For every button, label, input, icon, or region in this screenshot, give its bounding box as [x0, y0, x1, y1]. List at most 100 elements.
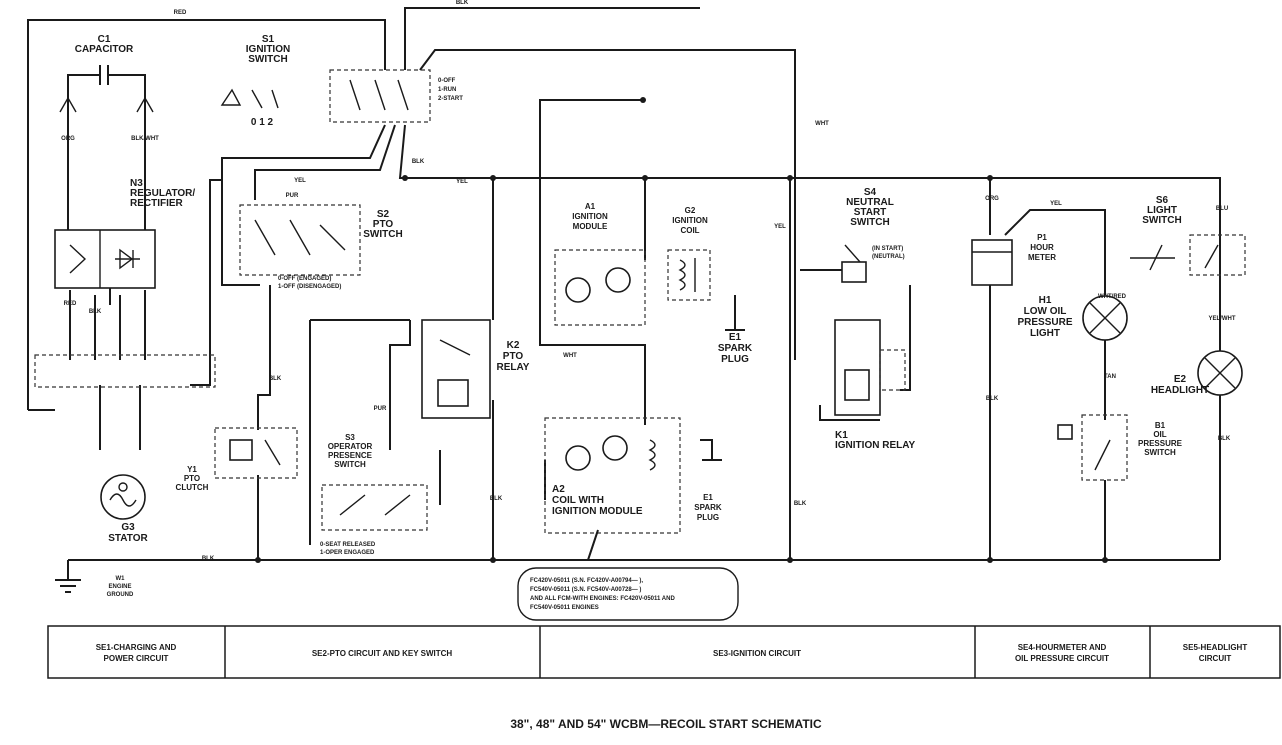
section-label-se1: POWER CIRCUIT — [104, 654, 169, 663]
s1-positions-label-line: 0 1 2 — [251, 117, 274, 128]
e1-top-label-line: SPARK — [718, 343, 753, 354]
n3-label-line: REGULATOR/ — [130, 188, 195, 199]
e2-label-line: HEADLIGHT — [1151, 385, 1209, 396]
w1-label-line: W1 — [116, 576, 126, 582]
e1-bot-label-line: E1 — [703, 493, 713, 502]
k1-label-line: IGNITION RELAY — [835, 440, 916, 451]
section-label-se5: CIRCUIT — [1199, 654, 1232, 663]
s6-label-line: SWITCH — [1142, 215, 1181, 226]
s4-label-line: NEUTRAL — [846, 197, 894, 208]
wire-color-label: BLK — [1218, 436, 1231, 442]
g2-label-line: IGNITION — [672, 216, 708, 225]
wire-color-label: BLK — [202, 556, 215, 562]
p1-label-line: HOUR — [1030, 243, 1054, 252]
hour-meter-p1 — [971, 239, 1013, 286]
g3-label-line: G3 — [121, 522, 135, 533]
k2-label-line: RELAY — [497, 362, 530, 373]
light-switch-s6 — [1130, 234, 1246, 276]
note-label-line: FC540V-05011 ENGINES — [530, 605, 599, 611]
c1-label-line: CAPACITOR — [75, 44, 134, 55]
a1-label-line: IGNITION — [572, 212, 608, 221]
s4-label-line: START — [854, 207, 887, 218]
wire-color-label: BLK — [794, 501, 807, 507]
wire-color-label: PUR — [374, 406, 387, 412]
s3-label-line: S3 — [345, 433, 355, 442]
s1-label-line: SWITCH — [248, 54, 287, 65]
s3-label-line: PRESENCE — [328, 451, 373, 460]
section-label-se2: SE2-PTO CIRCUIT AND KEY SWITCH — [312, 649, 453, 658]
note-label-line: AND ALL FCM-WITH ENGINES: FC420V-05011 A… — [530, 596, 675, 602]
wire-color-label: BLK/WHT — [131, 136, 159, 142]
wire-color-label: WHT — [815, 121, 829, 127]
section-label-se1: SE1-CHARGING AND — [96, 643, 177, 652]
s2-label-line: SWITCH — [363, 229, 402, 240]
s2-label-line: S2 — [377, 209, 390, 220]
y1-label-line: PTO — [184, 474, 200, 483]
g3-label-line: STATOR — [108, 533, 148, 544]
y1-label-line: Y1 — [187, 465, 197, 474]
s1-legend-label-line: 0-OFF — [438, 78, 456, 84]
pto-clutch-y1 — [214, 427, 298, 479]
h1-label-line: LOW OIL — [1024, 306, 1067, 317]
c1-label-line: C1 — [98, 34, 111, 45]
note-label-line: FC420V-05011 (S.N. FC420V-A00794— ), — [530, 578, 643, 584]
spark-plug-e1-top — [725, 320, 745, 331]
section-label-se4: SE4-HOURMETER AND — [1018, 643, 1107, 652]
wire-color-label: ORG — [985, 196, 999, 202]
s1-legend-label-line: 1-RUN — [438, 87, 456, 93]
e1-bot-label-line: PLUG — [697, 513, 719, 522]
s2-legend-label-line: 0-OFF (ENGAGED) — [278, 276, 331, 282]
stator-g3 — [100, 474, 146, 520]
s3-label-line: SWITCH — [334, 460, 366, 469]
ignition-relay-k1 — [834, 319, 906, 416]
schematic-title: 38", 48" AND 54" WCBM—RECOIL START SCHEM… — [510, 717, 822, 731]
h1-label-line: PRESSURE — [1017, 317, 1072, 328]
s2-legend-label-line: 1-OFF (DISENGAGED) — [278, 284, 341, 290]
s4-label-line: SWITCH — [850, 217, 889, 228]
wire-color-label: PUR — [286, 193, 299, 199]
s6-label-line: LIGHT — [1147, 205, 1177, 216]
wire-color-label: YEL — [1050, 201, 1062, 207]
section-labels: SE1-CHARGING AND POWER CIRCUIT SE2-PTO CIR… — [96, 643, 1248, 663]
s4-legend-label-line: (IN START) — [872, 246, 903, 252]
junction-dots — [255, 97, 1108, 563]
b1-label-line: B1 — [1155, 421, 1166, 430]
s1-label-line: S1 — [262, 34, 275, 45]
e1-bot-label-line: SPARK — [694, 503, 722, 512]
wires — [27, 7, 1221, 561]
w1-label-line: GROUND — [107, 592, 134, 598]
connector-strip — [34, 354, 216, 388]
wire-color-label: WHT/RED — [1098, 294, 1127, 300]
h1-label-line: H1 — [1039, 295, 1052, 306]
neutral-start-switch-s4 — [841, 244, 867, 283]
e1-top-label-line: E1 — [729, 332, 742, 343]
oil-pressure-switch-b1 — [1057, 414, 1128, 481]
section-label-se5: SE5-HEADLIGHT — [1183, 643, 1248, 652]
e1-top-label-line: PLUG — [721, 354, 749, 365]
s6-label-line: S6 — [1156, 195, 1169, 206]
h1-label-line: LIGHT — [1030, 328, 1060, 339]
p1-label-line: METER — [1028, 253, 1056, 262]
coil-with-ignition-module-a2 — [544, 417, 681, 534]
section-table — [47, 625, 1281, 679]
wire-color-label: RED — [64, 301, 77, 307]
a2-label-line: A2 — [552, 484, 565, 495]
w1-label-line: ENGINE — [108, 584, 131, 590]
b1-label-line: SWITCH — [1144, 448, 1176, 457]
wire-color-label: BLK — [456, 0, 469, 6]
s3-legend-label-line: 0-SEAT RELEASED — [320, 542, 376, 548]
wire-color-label: BLK — [89, 309, 102, 315]
engine-ground-w1 — [55, 560, 81, 593]
n3-label-line: RECTIFIER — [130, 198, 184, 209]
section-label-se3: SE3-IGNITION CIRCUIT — [713, 649, 801, 658]
s4-label-line: S4 — [864, 187, 877, 198]
e2-label-line: E2 — [1174, 374, 1187, 385]
p1-label-line: P1 — [1037, 233, 1047, 242]
wire-color-label: BLU — [1216, 206, 1228, 212]
wire-color-label: BLK — [490, 496, 503, 502]
wire-color-label: BLK — [986, 396, 999, 402]
low-oil-pressure-light-h1 — [1082, 295, 1128, 341]
pto-relay-k2 — [421, 319, 491, 419]
g2-label-line: COIL — [680, 226, 699, 235]
